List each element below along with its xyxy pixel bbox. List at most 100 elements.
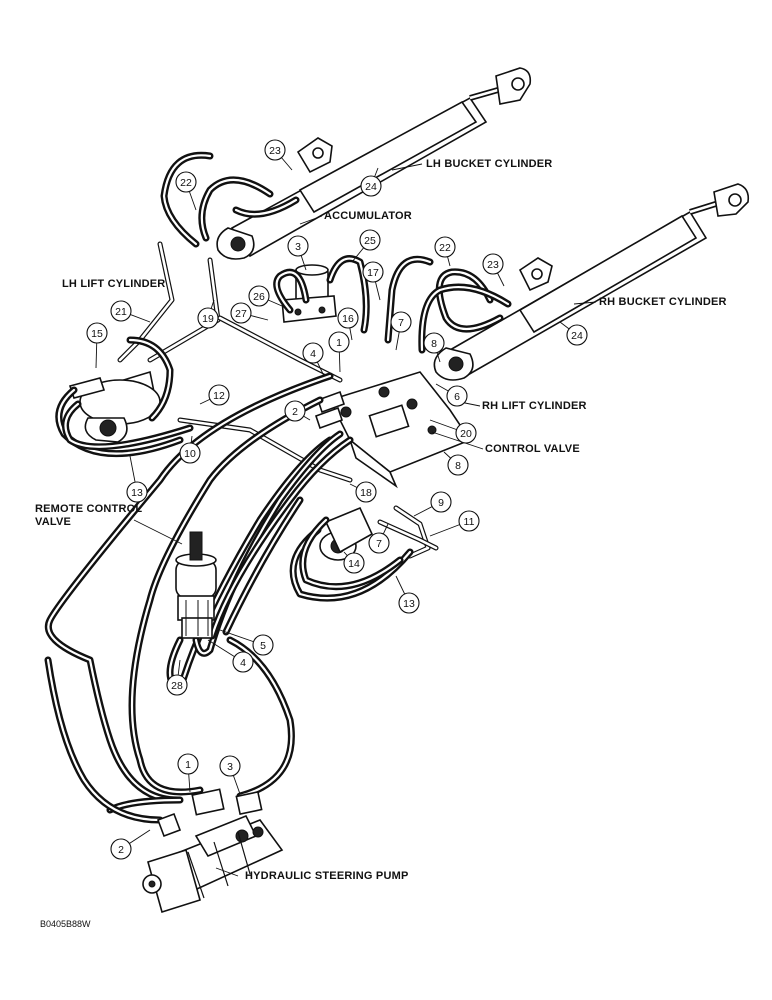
- callout-22: 22: [175, 171, 197, 211]
- callout-3: 3: [287, 235, 309, 271]
- callout-number: 12: [213, 390, 225, 402]
- callout-3: 3: [219, 755, 241, 795]
- callout-circle: [284, 400, 306, 422]
- callout-16: 16: [337, 307, 359, 341]
- callout-21: 21: [110, 300, 151, 323]
- callout-circle: [126, 481, 148, 503]
- callout-circle: [566, 324, 588, 346]
- callout-28: 28: [166, 659, 188, 696]
- callout-number: 23: [269, 145, 281, 157]
- callout-17: 17: [362, 261, 384, 301]
- callout-circle: [302, 342, 324, 364]
- callout-2: 2: [110, 829, 151, 860]
- callout-number: 19: [202, 313, 214, 325]
- callout-1: 1: [177, 753, 199, 793]
- label-control-valve: CONTROL VALVE: [485, 443, 580, 455]
- callout-26: 26: [248, 285, 283, 307]
- label-lh-lift-cylinder: LH LIFT CYLINDER: [62, 278, 165, 290]
- callout-circle: [287, 235, 309, 257]
- callout-number: 21: [115, 306, 127, 318]
- callout-number: 24: [365, 181, 377, 193]
- callout-12: 12: [199, 384, 230, 406]
- remote-control-valve: [175, 531, 217, 639]
- callout-13: 13: [126, 455, 148, 503]
- label-accumulator: ACCUMULATOR: [324, 210, 412, 222]
- callout-number: 4: [310, 348, 316, 360]
- callout-circle: [86, 322, 108, 344]
- callout-circle: [337, 307, 359, 329]
- callout-14: 14: [343, 551, 365, 574]
- label-rh-lift-cylinder: RH LIFT CYLINDER: [482, 400, 587, 412]
- callout-circle: [175, 171, 197, 193]
- callout-number: 1: [185, 759, 191, 771]
- callout-number: 22: [180, 177, 192, 189]
- lh-lift-cylinder: [68, 370, 161, 443]
- callout-circle: [359, 229, 381, 251]
- callout-number: 28: [171, 680, 183, 692]
- label-rh-bucket-cylinder: RH BUCKET CYLINDER: [599, 296, 727, 308]
- callout-13: 13: [395, 575, 420, 614]
- callout-4: 4: [302, 342, 325, 377]
- callout-9: 9: [413, 491, 452, 517]
- callout-6: 6: [435, 383, 468, 407]
- callout-circle: [219, 755, 241, 777]
- figure-code: B0405B88W: [40, 919, 91, 929]
- callout-circle: [360, 175, 382, 197]
- hoses: [44, 151, 512, 824]
- callout-number: 20: [460, 428, 472, 440]
- callout-25: 25: [351, 229, 381, 263]
- label-hydraulic-steering-pump: HYDRAULIC STEERING PUMP: [245, 870, 409, 882]
- label-remote-control-valve-line2: VALVE: [35, 516, 71, 528]
- callout-number: 8: [455, 460, 461, 472]
- label-remote-control-valve: REMOTE CONTROL: [35, 503, 142, 515]
- callout-circle: [423, 332, 445, 354]
- callout-number: 24: [571, 330, 583, 342]
- callout-circle: [458, 510, 480, 532]
- callout-20: 20: [429, 419, 477, 444]
- callout-circle: [328, 331, 350, 353]
- callout-circle: [110, 300, 132, 322]
- callout-number: 7: [398, 317, 404, 329]
- callout-2: 2: [284, 400, 311, 422]
- callout-circle: [482, 253, 504, 275]
- callout-circle: [248, 285, 270, 307]
- callout-8: 8: [423, 332, 445, 363]
- callout-number: 8: [431, 338, 437, 350]
- callout-24: 24: [559, 321, 588, 346]
- callout-18: 18: [349, 481, 377, 503]
- callout-circle: [197, 307, 219, 329]
- callout-circle: [179, 442, 201, 464]
- callout-number: 13: [131, 487, 143, 499]
- callout-number: 17: [367, 267, 379, 279]
- callout-number: 26: [253, 291, 265, 303]
- callout-circle: [390, 311, 412, 333]
- callout-circle: [343, 552, 365, 574]
- callout-number: 13: [403, 598, 415, 610]
- rh-lift-cylinder: [319, 506, 374, 561]
- callout-11: 11: [429, 510, 480, 537]
- callout-number: 10: [184, 448, 196, 460]
- callout-10: 10: [179, 435, 201, 464]
- callout-number: 3: [295, 241, 301, 253]
- callout-7: 7: [368, 523, 390, 554]
- callout-number: 6: [454, 391, 460, 403]
- callout-number: 1: [336, 337, 342, 349]
- callout-8: 8: [443, 451, 469, 476]
- callout-circle: [447, 454, 469, 476]
- callout-circle: [264, 139, 286, 161]
- callout-19: 19: [197, 299, 219, 329]
- callout-27: 27: [230, 302, 269, 324]
- component-labels: LH BUCKET CYLINDER ACCUMULATOR LH LIFT C…: [35, 158, 727, 929]
- callout-23: 23: [264, 139, 293, 171]
- callout-number: 27: [235, 308, 247, 320]
- control-valve-body: [314, 371, 472, 489]
- callout-number: 11: [464, 516, 475, 528]
- callout-circle: [230, 302, 252, 324]
- callout-circle: [166, 674, 188, 696]
- callout-circle: [430, 491, 452, 513]
- callout-number: 7: [376, 538, 382, 550]
- callout-circle: [355, 481, 377, 503]
- hydraulic-steering-pump: [142, 788, 284, 914]
- callout-number: 4: [240, 657, 246, 669]
